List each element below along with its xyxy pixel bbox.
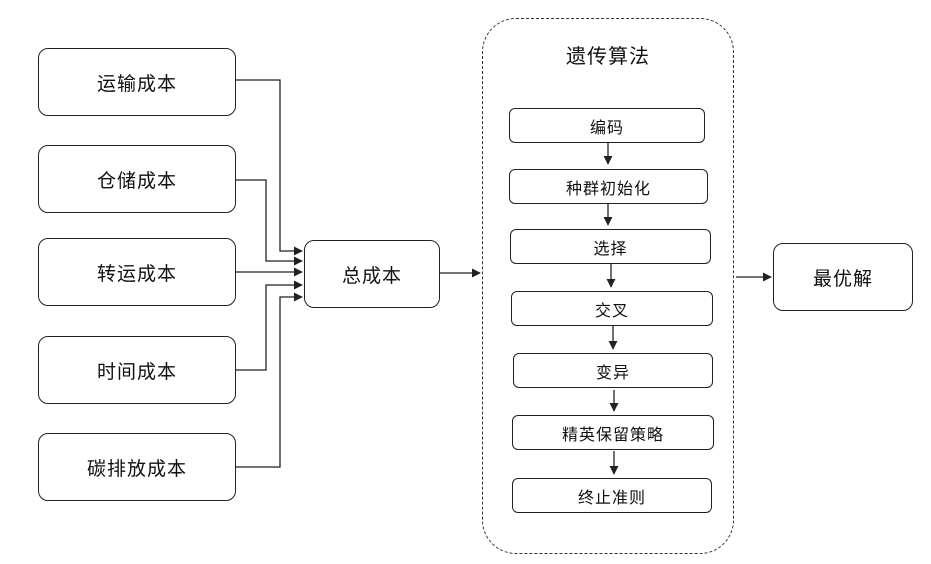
ga-step-selection: 选择 [510,229,711,264]
cost-box-carbon: 碳排放成本 [38,433,236,501]
optimal-solution-box: 最优解 [773,243,913,311]
ga-step-encoding: 编码 [509,108,705,143]
cost-box-time: 时间成本 [38,336,236,404]
ga-step-elitism: 精英保留策略 [512,415,714,450]
arrow-transport-to-total [236,80,302,251]
cost-box-transport: 运输成本 [38,48,236,116]
ga-step-crossover: 交叉 [511,291,713,326]
ga-step-termination: 终止准则 [512,478,712,513]
total-cost-box: 总成本 [304,240,440,308]
arrow-time-to-total [236,285,302,370]
cost-box-storage: 仓储成本 [38,145,236,213]
cost-box-transfer: 转运成本 [38,238,236,306]
ga-step-population-init: 种群初始化 [509,169,708,204]
genetic-algorithm-container [482,18,734,554]
ga-step-mutation: 变异 [513,353,713,388]
genetic-algorithm-title: 遗传算法 [482,40,734,69]
arrow-carbon-to-total [236,297,302,467]
arrow-storage-to-total [236,180,302,261]
